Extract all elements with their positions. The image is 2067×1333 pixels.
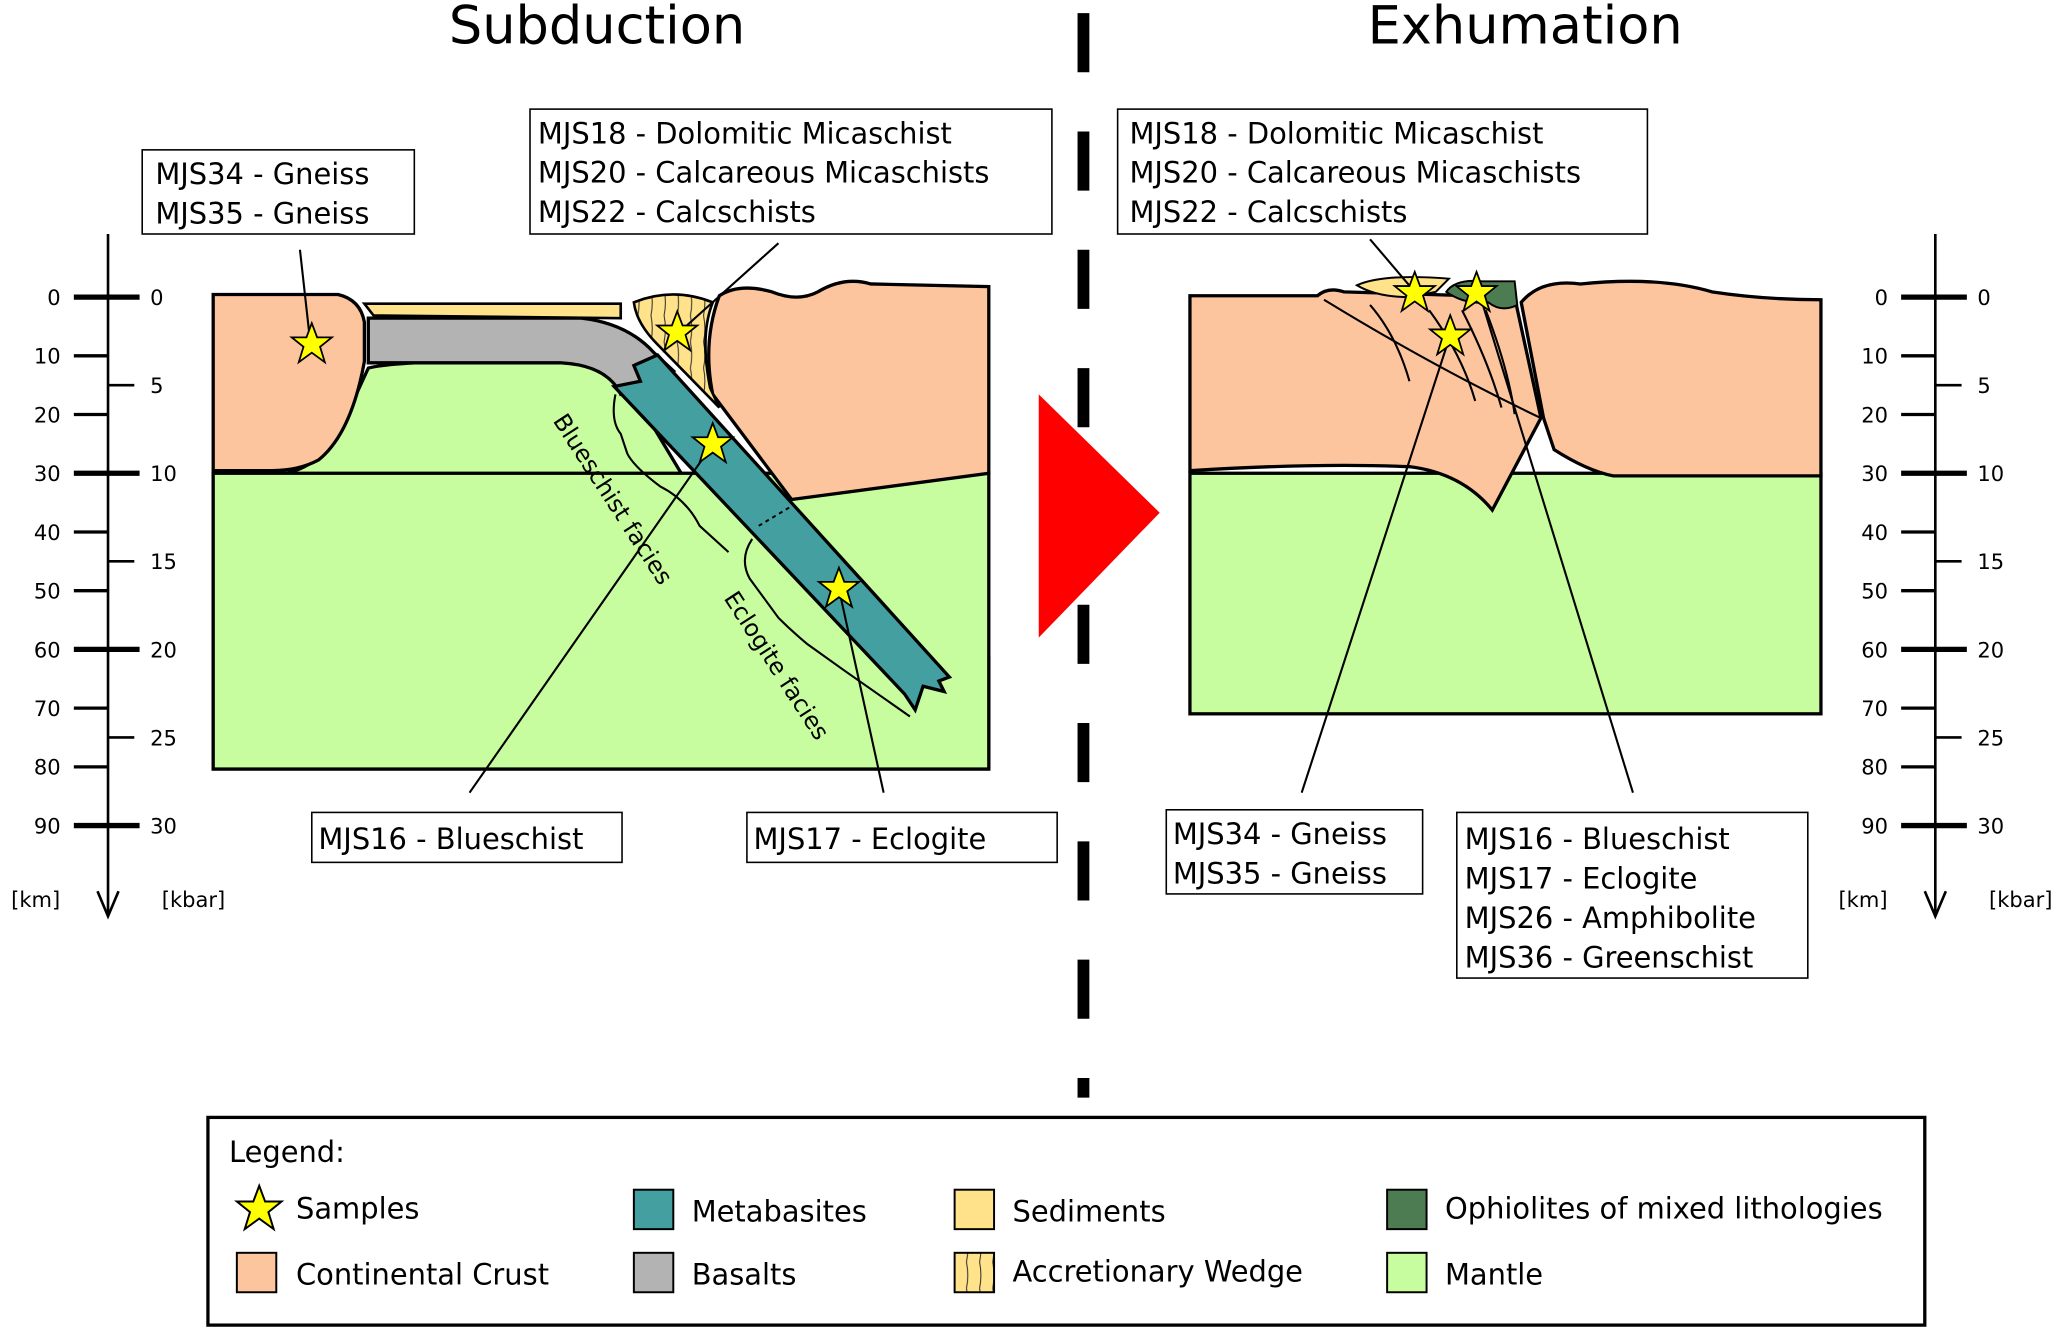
label-box-sediments-left: MJS18 - Dolomitic Micaschist MJS20 - Cal… [529, 108, 1053, 235]
kbar-tick-label: 0 [1977, 285, 1990, 310]
blueschist-facies-brace [612, 394, 730, 553]
axis-km-unit: [km] [11, 887, 60, 912]
km-tick-label: 30 [1861, 461, 1888, 486]
sediments-layer [361, 302, 623, 320]
km-tick-label: 50 [34, 579, 61, 604]
sample-label: MJS20 - Calcareous Micaschists [538, 156, 990, 190]
km-tick-label: 60 [1861, 637, 1888, 662]
kbar-tick-label: 15 [1977, 549, 2004, 574]
kbar-tick-label: 20 [1977, 637, 2004, 662]
kbar-tick-label: 20 [150, 637, 177, 662]
sample-label: MJS20 - Calcareous Micaschists [1129, 156, 1581, 190]
eclogite-facies-brace [743, 538, 911, 718]
exhumation-section [1188, 238, 1823, 794]
km-tick-label: 0 [47, 285, 60, 310]
axis-km-unit: [km] [1838, 887, 1887, 912]
legend-label: Sediments [1012, 1194, 1165, 1228]
sample-label: MJS34 - Gneiss [1173, 817, 1387, 851]
kbar-tick-label: 0 [150, 285, 163, 310]
kbar-tick-label: 30 [150, 813, 177, 838]
sample-label: MJS16 - Blueschist [318, 822, 583, 856]
legend-swatch-accretionary-wedge [953, 1251, 996, 1294]
km-tick-label: 0 [1875, 285, 1888, 310]
legend-swatch-sediments [953, 1188, 996, 1231]
legend: Legend: Samples Metabasites Sediments Op… [206, 1115, 1927, 1327]
legend-title: Legend: [229, 1135, 345, 1169]
sample-label: MJS34 - Gneiss [155, 157, 369, 191]
kbar-tick-label: 5 [150, 373, 163, 398]
label-box-eclogite: MJS17 - Eclogite [746, 811, 1058, 864]
sample-label: MJS22 - Calcschists [538, 195, 816, 229]
sample-label: MJS26 - Amphibolite [1465, 901, 1756, 935]
sample-label: MJS16 - Blueschist [1465, 822, 1730, 856]
title-subduction: Subduction [449, 0, 745, 56]
legend-label: Continental Crust [296, 1257, 549, 1291]
axis-kbar-unit: [kbar] [1989, 887, 2052, 912]
legend-label: Metabasites [692, 1194, 867, 1228]
km-tick-label: 10 [1861, 344, 1888, 369]
sample-label: MJS17 - Eclogite [753, 822, 986, 856]
km-tick-label: 70 [34, 696, 61, 721]
km-tick-label: 80 [34, 755, 61, 780]
km-tick-label: 20 [34, 402, 61, 427]
label-box-mixed-lithologies: MJS16 - Blueschist MJS17 - Eclogite MJS2… [1456, 811, 1809, 979]
metabasite-slab [610, 352, 953, 714]
legend-swatch-continental-crust [235, 1251, 278, 1294]
continental-crust-right [707, 279, 991, 502]
km-tick-label: 20 [1861, 402, 1888, 427]
sample-label: MJS22 - Calcschists [1129, 195, 1407, 229]
kbar-tick-label: 30 [1977, 813, 2004, 838]
axis-kbar-unit: [kbar] [162, 887, 225, 912]
km-tick-label: 40 [1861, 520, 1888, 545]
kbar-tick-label: 15 [150, 549, 177, 574]
km-tick-label: 10 [34, 344, 61, 369]
legend-label: Accretionary Wedge [1012, 1255, 1303, 1289]
title-exhumation: Exhumation [1368, 0, 1683, 56]
legend-label: Samples [296, 1192, 419, 1226]
label-box-gneiss-left: MJS34 - Gneiss MJS35 - Gneiss [141, 149, 416, 235]
mantle-region [1188, 471, 1823, 716]
km-tick-label: 50 [1861, 579, 1888, 604]
legend-label: Ophiolites of mixed lithologies [1445, 1192, 1883, 1226]
kbar-tick-label: 25 [150, 725, 177, 750]
label-box-gneiss-right: MJS34 - Gneiss MJS35 - Gneiss [1165, 809, 1424, 895]
km-tick-label: 90 [1861, 813, 1888, 838]
transition-arrow [1038, 394, 1160, 638]
accretionary-wedge [632, 293, 721, 409]
legend-swatch-mantle [1386, 1251, 1428, 1294]
sample-label: MJS35 - Gneiss [155, 196, 369, 230]
continental-crust-right [1519, 279, 1823, 478]
legend-label: Mantle [1445, 1257, 1543, 1291]
legend-swatch-metabasites [632, 1188, 675, 1231]
label-box-sediments-right: MJS18 - Dolomitic Micaschist MJS20 - Cal… [1116, 108, 1649, 235]
kbar-tick-label: 10 [150, 461, 177, 486]
km-tick-label: 40 [34, 520, 61, 545]
km-tick-label: 60 [34, 637, 61, 662]
legend-swatch-ophiolites [1386, 1188, 1428, 1231]
km-tick-label: 90 [34, 813, 61, 838]
depth-pressure-axis-right: 0 10 20 30 40 50 60 70 80 90 0 5 10 15 20 25 30 [km] [k… [1838, 233, 2052, 920]
legend-swatch-basalts [632, 1251, 675, 1294]
sample-label: MJS17 - Eclogite [1465, 862, 1698, 896]
subduction-section: Blueschist facies Eclogite facies [211, 242, 991, 794]
legend-label: Basalts [692, 1257, 797, 1291]
km-tick-label: 30 [34, 461, 61, 486]
sample-label: MJS36 - Greenschist [1465, 941, 1754, 975]
depth-pressure-axis-left: 0 10 20 30 40 50 60 70 80 90 0 5 10 15 20 25 30 [km] [k… [11, 233, 225, 920]
kbar-tick-label: 5 [1977, 373, 1990, 398]
km-tick-label: 70 [1861, 696, 1888, 721]
km-tick-label: 80 [1861, 755, 1888, 780]
sample-label: MJS18 - Dolomitic Micaschist [1129, 116, 1543, 150]
sample-label: MJS18 - Dolomitic Micaschist [538, 116, 952, 150]
sample-label: MJS35 - Gneiss [1173, 856, 1387, 890]
kbar-tick-label: 25 [1977, 725, 2004, 750]
kbar-tick-label: 10 [1977, 461, 2004, 486]
label-box-blueschist: MJS16 - Blueschist [310, 811, 623, 864]
